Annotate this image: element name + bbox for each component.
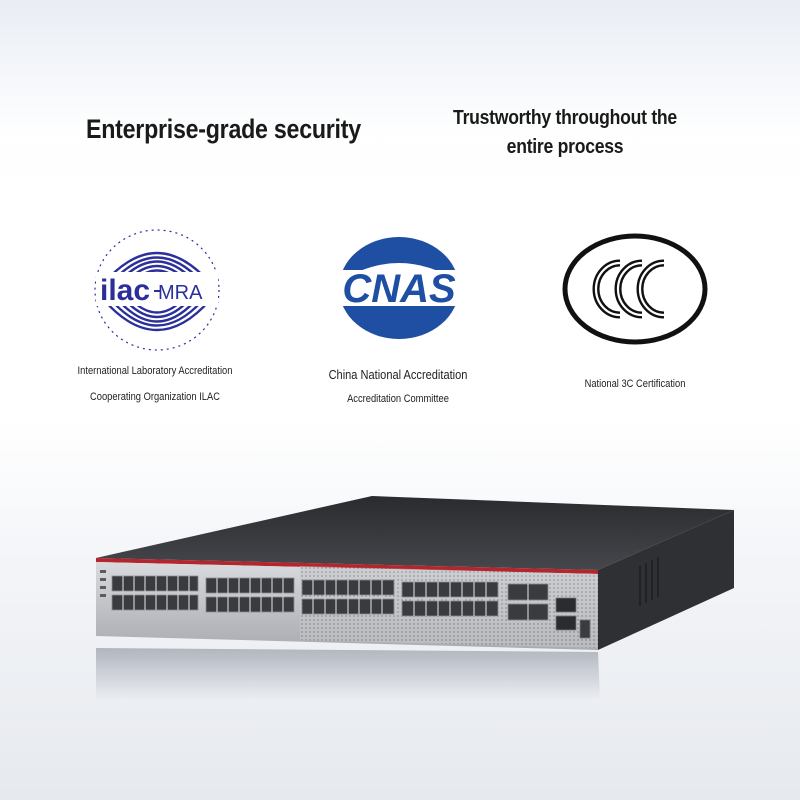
ilac-caption-line1: International Laboratory Accreditation xyxy=(77,365,233,377)
switch-red-stripe xyxy=(96,558,598,574)
headline-trustworthy: Trustworthy throughout the entire proces… xyxy=(453,107,677,158)
ilac-logo-text: ilac xyxy=(100,274,150,307)
cnas-caption-line2: Accreditation Committee xyxy=(347,393,449,405)
ccc-logo xyxy=(562,233,708,345)
cnas-caption-line1: China National Accreditation xyxy=(328,367,468,382)
headline-security: Enterprise-grade security xyxy=(86,114,361,144)
ccc-caption: National 3C Certification xyxy=(584,378,686,390)
cnas-logo: CNAS xyxy=(326,237,472,339)
ilac-caption-line2: Cooperating Organization ILAC xyxy=(90,391,220,403)
cnas-logo-text: CNAS xyxy=(342,267,456,311)
switch-top-cover xyxy=(96,496,734,570)
network-switch-image xyxy=(96,496,734,700)
switch-side-panel xyxy=(598,510,734,650)
management-ports xyxy=(555,597,591,639)
ilac-mra-logo: ilac MRA xyxy=(94,229,220,351)
mra-logo-text: MRA xyxy=(158,282,203,304)
banner-glow xyxy=(0,95,800,205)
